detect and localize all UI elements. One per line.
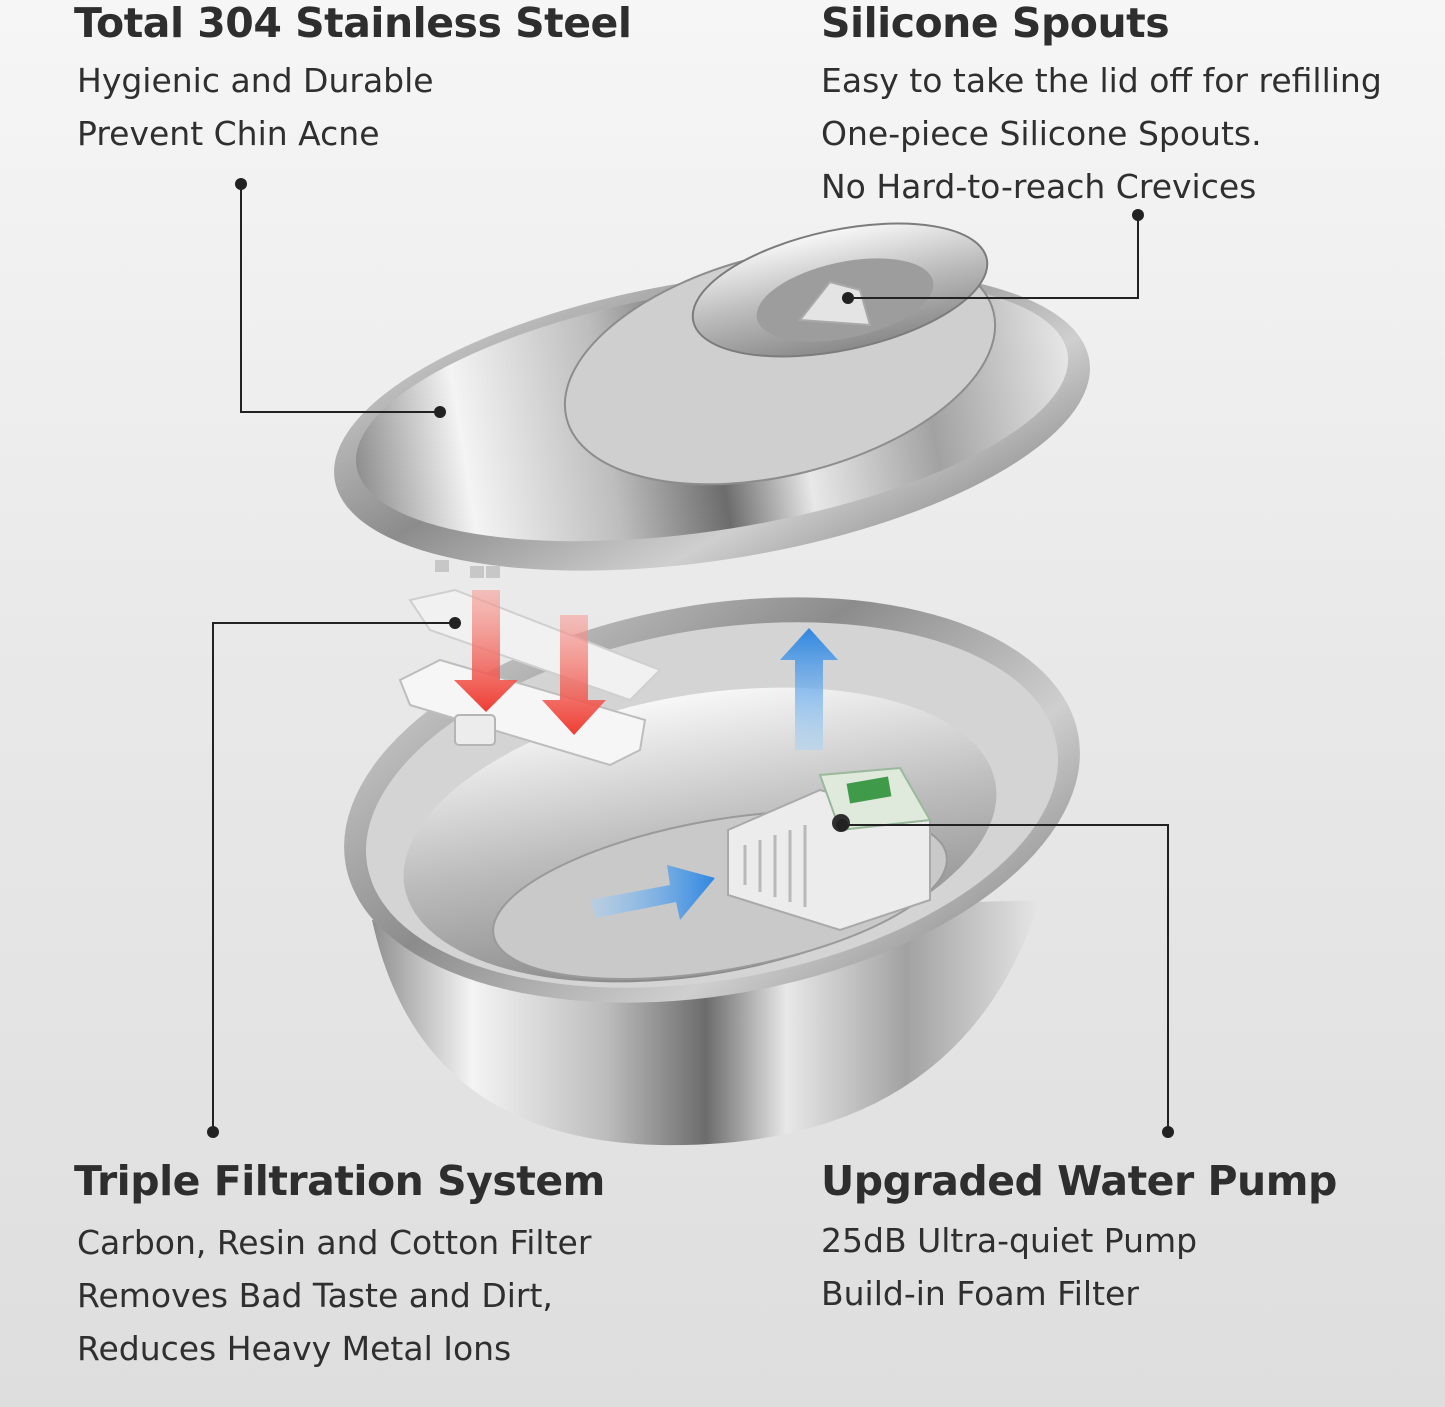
spouts-leader-dot bbox=[1132, 209, 1144, 221]
feature-line: Reduces Heavy Metal Ions bbox=[77, 1329, 512, 1368]
filter-leader-line bbox=[212, 622, 455, 1132]
feature-line: Easy to take the lid off for refilling bbox=[821, 61, 1382, 100]
feature-title: Silicone Spouts bbox=[821, 0, 1170, 47]
fountain-lid bbox=[334, 222, 1090, 578]
red-arrow-icon bbox=[542, 615, 606, 735]
feature-title: Upgraded Water Pump bbox=[821, 1157, 1337, 1205]
feature-line: Build-in Foam Filter bbox=[821, 1274, 1139, 1313]
feature-line: Hygienic and Durable bbox=[77, 61, 434, 100]
feature-stainless-steel: Total 304 Stainless Steel Hygienic and D… bbox=[74, 0, 632, 160]
pump-leader-dot bbox=[1162, 1126, 1174, 1138]
feature-line: Prevent Chin Acne bbox=[77, 114, 380, 153]
feature-title: Triple Filtration System bbox=[74, 1157, 605, 1205]
spouts-leader-line bbox=[848, 215, 1139, 299]
feature-line: Removes Bad Taste and Dirt, bbox=[77, 1276, 553, 1315]
feature-title: Total 304 Stainless Steel bbox=[74, 0, 632, 47]
feature-triple-filtration: Triple Filtration System Carbon, Resin a… bbox=[74, 1158, 605, 1375]
feature-silicone-spouts: Silicone Spouts Easy to take the lid off… bbox=[821, 0, 1382, 213]
pump-target-dot bbox=[836, 819, 848, 831]
steel-leader-dot bbox=[235, 178, 247, 190]
feature-line: 25dB Ultra-quiet Pump bbox=[821, 1221, 1198, 1260]
blue-arrow-icon bbox=[780, 628, 838, 750]
feature-water-pump: Upgraded Water Pump 25dB Ultra-quiet Pum… bbox=[821, 1158, 1337, 1320]
feature-line: Carbon, Resin and Cotton Filter bbox=[77, 1223, 592, 1262]
base-bowl bbox=[344, 597, 1080, 1146]
red-arrow-icon bbox=[454, 590, 518, 712]
steel-leader-line bbox=[240, 184, 440, 413]
leader-lines bbox=[212, 184, 1169, 1132]
feature-line: One-piece Silicone Spouts. bbox=[821, 114, 1262, 153]
blue-arrow-icon bbox=[590, 865, 715, 920]
pump-leader-line bbox=[842, 824, 1169, 1132]
leader-dots bbox=[207, 178, 1174, 1138]
filter-leader-dot bbox=[207, 1126, 219, 1138]
feature-line: No Hard-to-reach Crevices bbox=[821, 167, 1257, 206]
filter-target-dot bbox=[449, 617, 461, 629]
steel-target-dot bbox=[434, 406, 446, 418]
spouts-target-dot bbox=[842, 292, 854, 304]
